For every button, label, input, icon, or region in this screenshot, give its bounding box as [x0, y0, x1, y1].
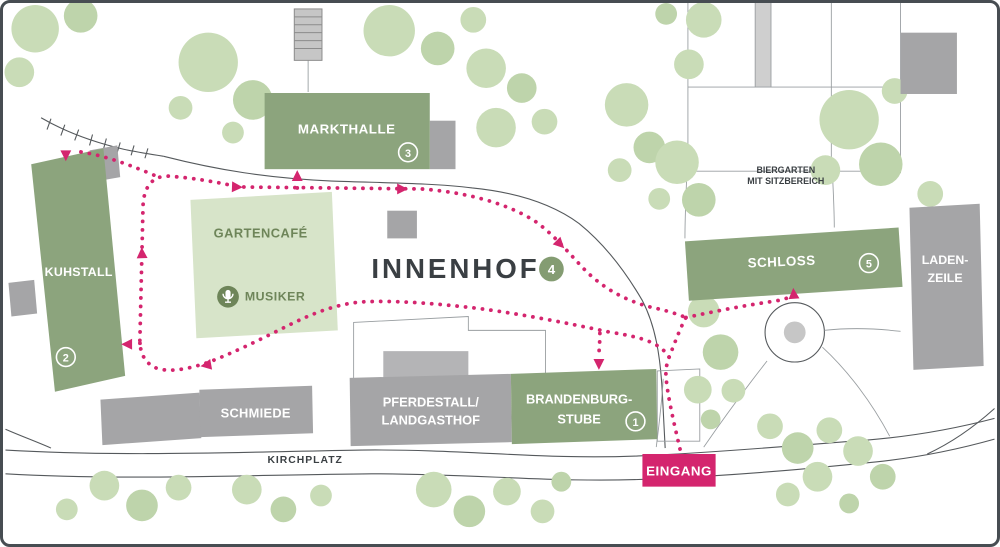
pferdestall-label-line1: PFERDESTALL/: [383, 395, 480, 410]
schloss-number-badge: [858, 252, 880, 274]
schloss-label: SCHLOSS: [747, 253, 816, 271]
route-arrow: [200, 358, 213, 370]
biergarten-label-line2: MIT SITZBEREICH: [747, 176, 824, 186]
brandenburgstube-building: [510, 368, 658, 445]
roundabout-center: [783, 321, 806, 344]
innenhof-label: INNENHOF: [371, 253, 539, 284]
innenhof-number-badge: [539, 256, 564, 282]
brandenburgstube-number-badge: [625, 411, 646, 432]
street-kirchplatz: [5, 417, 995, 458]
kuhstall-number-badge: [55, 346, 77, 368]
route-arrow: [552, 236, 565, 249]
schmiede-label: SCHMIEDE: [221, 405, 291, 420]
entrance-courtyard: [656, 368, 701, 442]
gartencafe-label: GARTENCAFÉ: [214, 225, 308, 240]
route-kuhstall-branch: [74, 149, 156, 177]
roads: [5, 3, 995, 481]
route-entrance: [664, 315, 688, 451]
garden-path: [755, 3, 771, 88]
kuhstall-building: [31, 148, 126, 392]
markthalle-number-badge: [397, 142, 419, 163]
schloss-building: [684, 227, 903, 301]
terrace-outline: [353, 316, 546, 381]
stairs-structure: [293, 8, 323, 61]
shed: [387, 210, 417, 239]
route-loop: [137, 174, 688, 373]
kuhstall-label: KUHSTALL: [45, 265, 113, 279]
visitor-route: [60, 149, 800, 451]
roundabout: [764, 302, 825, 363]
eingang-label: EINGANG: [646, 464, 712, 479]
route-arrow: [788, 287, 800, 300]
route-brandenburg-branch: [597, 331, 602, 358]
pferdestall-label-line2: LANDGASTHOF: [382, 412, 481, 427]
route-arrow: [231, 181, 243, 193]
brandenburgstube-number: 1: [632, 417, 638, 429]
brandenburgstube-label-line2: STUBE: [557, 411, 601, 426]
pferdestall-building: [349, 373, 512, 447]
courtyard-road: [163, 155, 666, 449]
kirchplatz-label: KIRCHPLATZ: [267, 455, 342, 466]
route-schloss-branch: [684, 294, 793, 320]
outbuilding-bottomleft: [100, 392, 202, 446]
eingang-badge: EINGANG: [642, 453, 716, 487]
markthalle-label: MARKTHALLE: [298, 122, 396, 137]
trees: [4, 3, 944, 528]
markthalle-number: 3: [405, 148, 411, 160]
schmiede-building: [199, 385, 314, 438]
ladenzeile-building: [909, 203, 984, 370]
labels: MARKTHALLE 3 KUHSTALL 2 GARTENCAFÉ MUSIK…: [45, 122, 969, 487]
gartencafe-building: [190, 191, 338, 339]
kuhstall-annex-left: [8, 279, 38, 317]
route-arrow: [121, 338, 133, 350]
route-arrow: [291, 170, 303, 182]
site-map: MARKTHALLE 3 KUHSTALL 2 GARTENCAFÉ MUSIK…: [4, 3, 995, 528]
route-arrow: [60, 150, 72, 162]
stairs-path: [40, 117, 164, 157]
route-arrow: [593, 359, 605, 370]
biergarten-label-line1: BIERGARTEN: [756, 165, 815, 175]
markthalle-building: [264, 93, 430, 170]
brandenburgstube-label-line1: BRANDENBURG-: [526, 392, 632, 407]
innenhof-number: 4: [548, 262, 556, 277]
schloss-number: 5: [866, 259, 872, 271]
outbuilding-topright: [900, 32, 957, 94]
microphone-icon: [217, 285, 239, 308]
route-arrow: [397, 183, 409, 195]
ladenzeile-label-line1: LADEN-: [922, 253, 969, 267]
musiker-label: MUSIKER: [245, 290, 305, 304]
ladenzeile-label-line2: ZEILE: [928, 271, 963, 285]
route-arrow: [136, 247, 148, 259]
route-kuhstall-side-branch: [131, 341, 142, 347]
markthalle-annex: [429, 120, 456, 170]
kuhstall-number: 2: [63, 353, 69, 365]
